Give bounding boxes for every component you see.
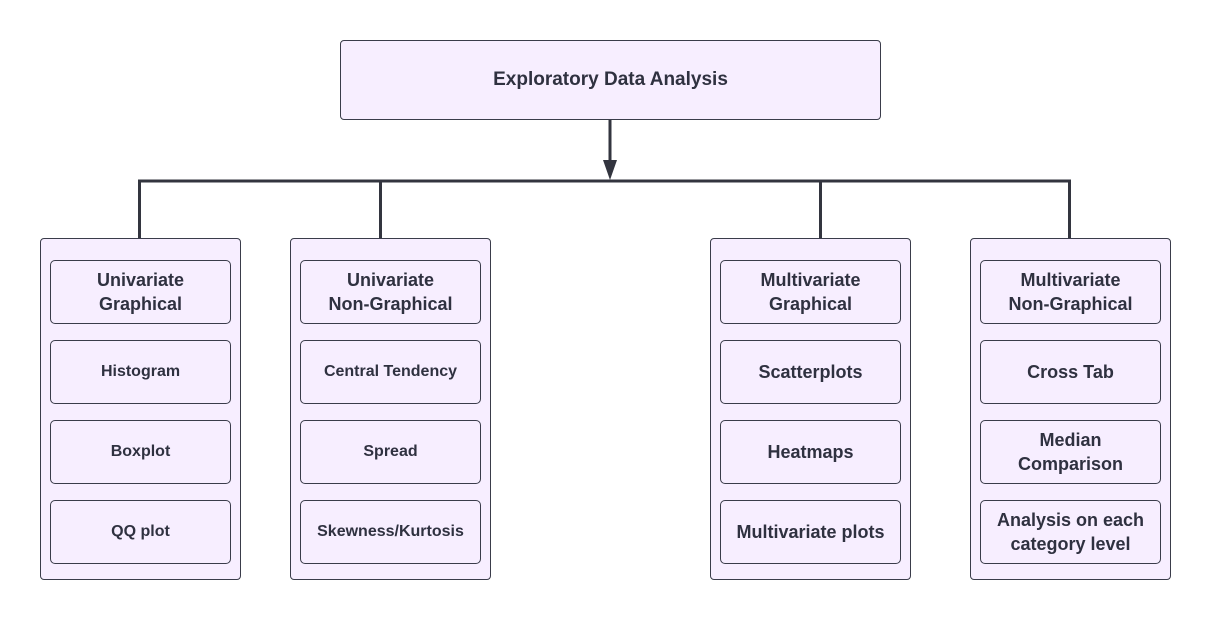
column-univariate-non-graphical: Univariate Non-Graphical Central Tendenc… [290,238,491,580]
column-header: Univariate Non-Graphical [300,260,481,324]
arrow-head-icon [603,160,617,180]
column-header: Multivariate Non-Graphical [980,260,1161,324]
method-card: Multivariate plots [720,500,901,564]
column-univariate-graphical: Univariate Graphical Histogram Boxplot Q… [40,238,241,580]
root-node-label: Exploratory Data Analysis [493,69,728,90]
method-card: Spread [300,420,481,484]
column-header: Multivariate Graphical [720,260,901,324]
method-card: Boxplot [50,420,231,484]
column-multivariate-non-graphical: Multivariate Non-Graphical Cross Tab Med… [970,238,1171,580]
method-card: Scatterplots [720,340,901,404]
root-node: Exploratory Data Analysis [340,40,881,120]
method-card: Heatmaps [720,420,901,484]
column-header: Univariate Graphical [50,260,231,324]
column-multivariate-graphical: Multivariate Graphical Scatterplots Heat… [710,238,911,580]
method-card: Central Tendency [300,340,481,404]
method-card: Analysis on each category level [980,500,1161,564]
method-card: Cross Tab [980,340,1161,404]
method-card: Skewness/Kurtosis [300,500,481,564]
method-card: Median Comparison [980,420,1161,484]
method-card: QQ plot [50,500,231,564]
method-card: Histogram [50,340,231,404]
